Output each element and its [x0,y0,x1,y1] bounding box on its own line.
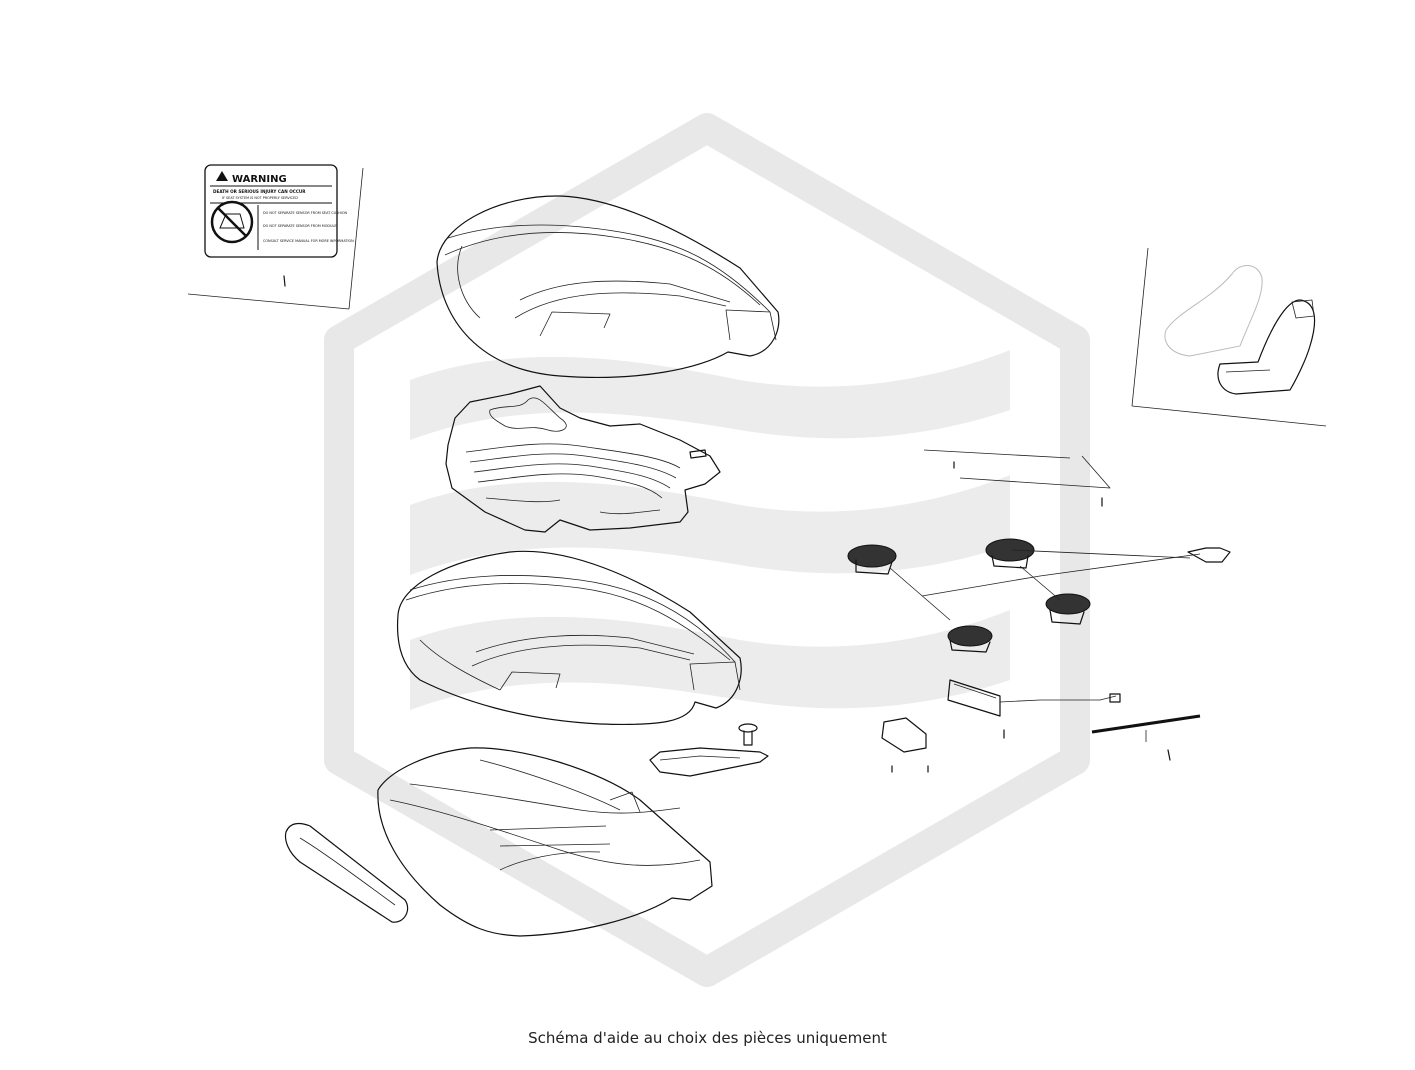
sensor-wiring-harness [889,547,1231,621]
seat-locator-inset [1131,247,1327,427]
warning-subline: IF SEAT SYSTEM IS NOT PROPERLY SERVICED [222,196,298,200]
warning-triangle-icon [216,171,228,181]
seat-cushion-foam [396,550,742,726]
seat-cushion-pan [377,747,713,937]
bolt [738,723,758,746]
seat-switch [881,717,929,773]
no-child-seat-icon [210,200,254,244]
seat-bracket [649,747,769,777]
warning-item-1: DO NOT SEPARATE SENSOR FROM SEAT CUSHION [263,211,348,215]
warning-label: WARNING DEATH OR SERIOUS INJURY CAN OCCU… [187,164,364,310]
occupant-sensor-pad-4 [947,625,993,653]
warning-title: WARNING [232,174,287,185]
sensor-module [947,679,1121,739]
seat-trim-panel [284,822,409,923]
caption: Schéma d'aide au choix des pièces unique… [528,1029,887,1047]
warning-headline: DEATH OR SERIOUS INJURY CAN OCCUR [213,189,306,194]
warning-item-2: DO NOT SEPARATE SENSOR FROM MODULE [263,224,337,228]
watermark-logo [324,113,1090,987]
occupant-sensor-pad-3 [1045,593,1091,625]
trim-strip [1091,714,1201,761]
occupant-sensor-pad-2 [985,538,1035,569]
seat-cushion-cover-upper [436,195,780,378]
seat-heater-mat [445,385,721,533]
seat-rods [923,449,1111,507]
warning-item-3: CONSULT SERVICE MANUAL FOR MORE INFORMAT… [263,239,354,243]
